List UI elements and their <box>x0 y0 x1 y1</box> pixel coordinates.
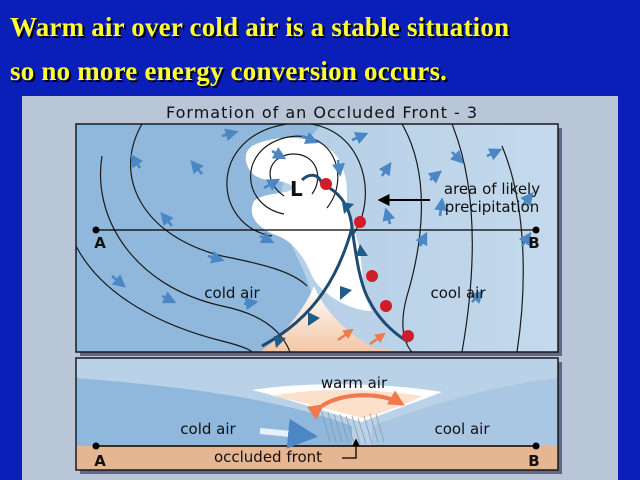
wind-arrows <box>111 128 534 311</box>
slide-title: Warm air over cold air is a stable situa… <box>0 0 640 96</box>
map-cold-air-label: cold air <box>204 284 260 302</box>
xs-warm-air-label: warm air <box>321 374 388 392</box>
map-cool-air-label: cool air <box>430 284 486 302</box>
annotation-line-1: area of likely <box>444 180 540 198</box>
xs-cold-air-label: cold air <box>180 420 236 438</box>
occluded-front-label: occluded front <box>214 448 322 466</box>
map-point-b: B <box>528 234 539 252</box>
xs-point-a: A <box>94 452 106 470</box>
title-line-1: Warm air over cold air is a stable situa… <box>10 12 510 42</box>
xs-point-b: B <box>528 452 539 470</box>
annotation-line-2: precipitation <box>445 198 540 216</box>
figure-title: Formation of an Occluded Front - 3 <box>166 103 478 122</box>
xs-cool-air-label: cool air <box>434 420 490 438</box>
warm-front-markers <box>320 178 414 342</box>
warm-front-line <box>321 182 409 344</box>
map-panel: L area of likely precipitation A B cold … <box>76 124 558 352</box>
cross-section-panel: warm air cold air cool air A B occluded … <box>76 358 558 470</box>
map-point-a: A <box>94 234 106 252</box>
occluded-front-diagram: Formation of an Occluded Front - 3 <box>75 103 562 474</box>
occluded-front-pointer <box>342 438 360 459</box>
cold-front-markers <box>274 202 368 348</box>
low-pressure-label: L <box>290 177 303 201</box>
cold-front-line <box>261 227 354 348</box>
title-line-2: so no more energy conversion occurs. <box>10 56 448 86</box>
figure-panel: Formation of an Occluded Front - 3 <box>22 96 618 480</box>
